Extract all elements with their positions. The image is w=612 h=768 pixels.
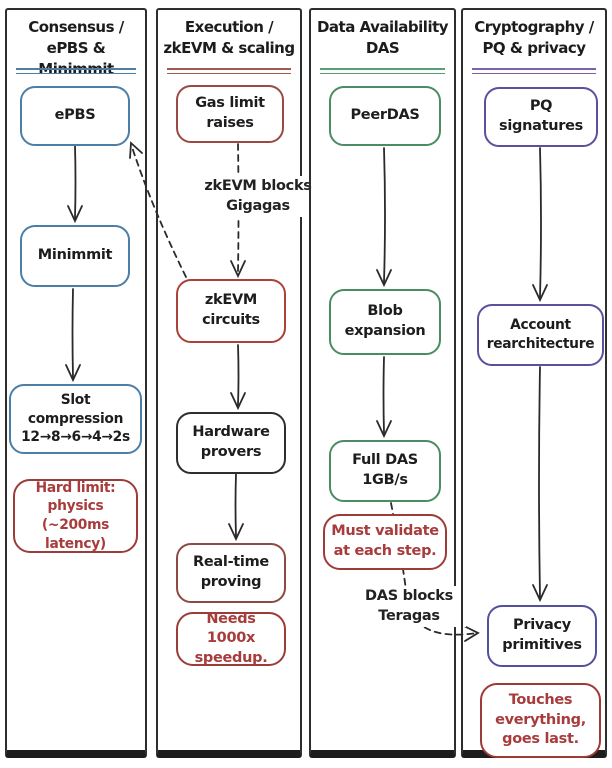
column-consensus: Consensus / ePBS & Minimmit ePBS Minimmi… bbox=[5, 8, 147, 758]
note-hard-limit: Hard limit: physics (~200ms latency) bbox=[13, 479, 138, 553]
note-touches-everything: Touches everything, goes last. bbox=[480, 683, 601, 758]
edge-label-das-blocks-teragas: DAS blocks Teragas bbox=[352, 586, 466, 627]
arrow-zkevm-to-hardware-head bbox=[230, 392, 246, 411]
node-hardware-provers: Hardware provers bbox=[176, 412, 286, 474]
note-must-validate: Must validate at each step. bbox=[323, 514, 447, 570]
column-execution: Execution / zkEVM & scaling Gas limit ra… bbox=[156, 8, 320, 758]
arrow-zkevm-to-epbs-head bbox=[129, 141, 143, 159]
node-slot-compression: Slot compression 12→8→6→4→2s bbox=[9, 384, 142, 454]
arrow-account-to-privacy bbox=[538, 366, 541, 598]
arrow-fulldas-to-privacy-head bbox=[463, 625, 480, 642]
column-data-availability-underline bbox=[320, 68, 445, 74]
column-cryptography: Cryptography / PQ & privacy PQ signature… bbox=[461, 8, 607, 758]
node-blob-expansion: Blob expansion bbox=[329, 289, 441, 355]
node-minimmit: Minimmit bbox=[20, 225, 130, 287]
arrow-zkevm-to-epbs bbox=[131, 146, 187, 278]
node-gas-limit-raises: Gas limit raises bbox=[176, 85, 284, 143]
arrow-hardware-to-realtime bbox=[234, 473, 237, 537]
node-full-das: Full DAS 1GB/s bbox=[329, 440, 441, 502]
arrow-blob-to-fulldas bbox=[382, 356, 385, 434]
node-peerdas: PeerDAS bbox=[329, 86, 441, 146]
arrow-epbs-to-minimmit-head bbox=[67, 205, 83, 224]
arrow-minimmit-to-slot bbox=[71, 288, 74, 378]
node-realtime-proving: Real-time proving bbox=[176, 543, 286, 603]
column-data-availability: Data Availability DAS PeerDAS Blob expan… bbox=[309, 8, 466, 758]
column-data-availability-title: Data Availability DAS bbox=[316, 18, 449, 57]
node-pq-signatures: PQ signatures bbox=[484, 87, 598, 147]
edge-label-zkevm-blocks-gigagas: zkEVM blocks Gigagas bbox=[196, 176, 320, 217]
column-cryptography-title: Cryptography / PQ & privacy bbox=[474, 18, 594, 57]
column-consensus-underline bbox=[16, 68, 136, 74]
node-privacy-primitives: Privacy primitives bbox=[487, 605, 597, 667]
column-execution-title: Execution / zkEVM & scaling bbox=[163, 18, 295, 57]
arrow-hardware-to-realtime-head bbox=[228, 523, 244, 542]
arrow-minimmit-to-slot-head bbox=[65, 364, 81, 383]
arrow-gaslimit-to-zkevm-head bbox=[230, 260, 246, 279]
arrow-blob-to-fulldas-head bbox=[376, 420, 392, 439]
arrow-epbs-to-minimmit bbox=[74, 145, 77, 219]
column-execution-underline bbox=[167, 68, 291, 74]
arrow-gaslimit-to-zkevm bbox=[237, 143, 240, 273]
column-cryptography-underline bbox=[472, 68, 596, 74]
arrow-peerdas-to-blob-head bbox=[376, 269, 392, 288]
node-zkevm-circuits: zkEVM circuits bbox=[176, 279, 286, 343]
arrow-account-to-privacy-head bbox=[532, 584, 548, 603]
arrow-pq-to-account-head bbox=[532, 284, 548, 303]
arrow-zkevm-to-hardware bbox=[237, 344, 240, 406]
arrow-pq-to-account bbox=[539, 147, 542, 298]
node-account-rearchitecture: Account rearchitecture bbox=[477, 304, 604, 366]
node-epbs: ePBS bbox=[20, 86, 130, 146]
note-needs-speedup: Needs 1000x speedup. bbox=[176, 611, 286, 666]
arrow-peerdas-to-blob bbox=[383, 147, 386, 283]
